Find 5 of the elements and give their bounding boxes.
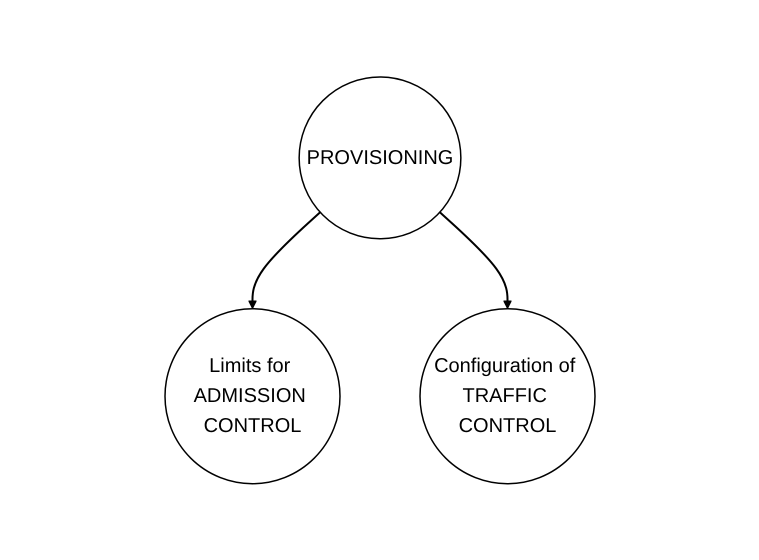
arrow	[248, 211, 320, 309]
node-circle: PROVISIONING	[298, 76, 462, 240]
node-circle: Configuration of TRAFFIC CONTROL	[418, 308, 596, 484]
arrow	[438, 211, 512, 309]
node-circle: Limits for ADMISSION CONTROL	[164, 308, 340, 484]
